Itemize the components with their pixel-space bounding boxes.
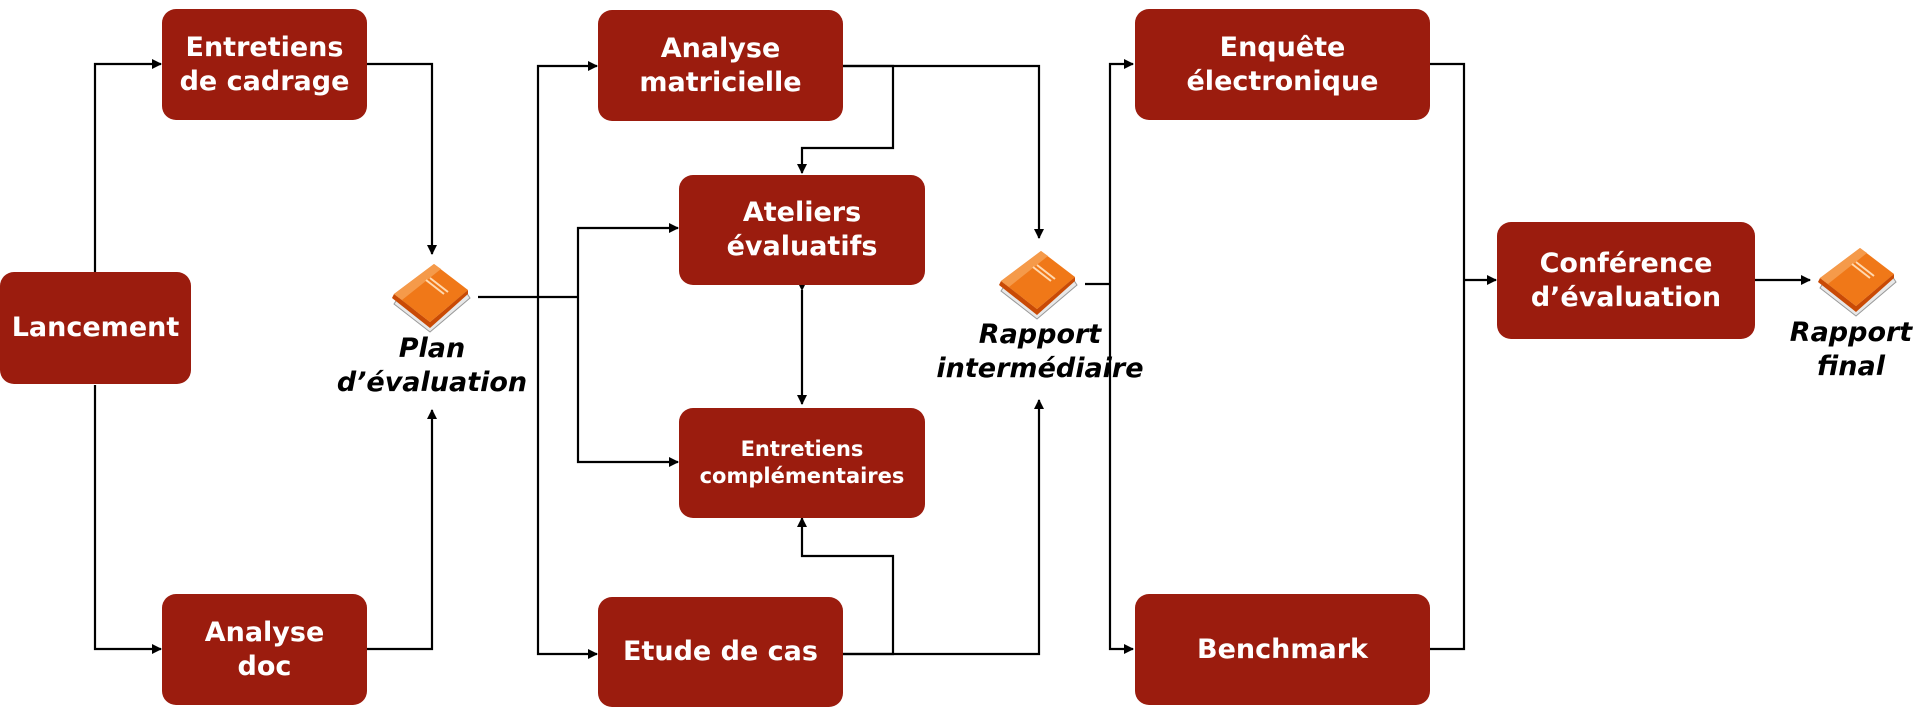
box-entretiens-complementaires: Entretiens complémentaires xyxy=(679,408,925,518)
connector-plan-matricielle xyxy=(536,61,598,297)
box-benchmark: Benchmark xyxy=(1135,594,1430,705)
connector-rapport-enquete xyxy=(1108,59,1134,284)
book-icon xyxy=(1818,248,1897,317)
label-rapport-final: Rapport final xyxy=(1789,317,1913,382)
label-rapport-intermediaire: Rapport intermédiaire xyxy=(936,319,1144,384)
box-etude-de-cas: Etude de cas xyxy=(598,597,843,707)
connector-benchmark-conference xyxy=(1430,280,1466,651)
connector-analyse-doc-plan xyxy=(367,409,437,651)
connector-lancement-analyse-doc xyxy=(93,385,162,654)
box-enquete-electronique: Enquête électronique xyxy=(1135,9,1430,120)
connector-plan-ateliers xyxy=(576,223,679,297)
box-conference-evaluation: Conférence d’évaluation xyxy=(1497,222,1755,339)
connector-plan-etude-cas xyxy=(536,297,598,659)
box-entretiens-cadrage: Entretiens de cadrage xyxy=(162,9,367,120)
connector-rapport-benchmark xyxy=(1108,284,1134,654)
connector-cadrage-plan xyxy=(367,62,437,255)
label-plan-evaluation: Plan d’évaluation xyxy=(336,333,528,398)
connector-enquete-conference xyxy=(1430,62,1466,280)
connector-matricielle-rapport xyxy=(843,64,1044,239)
box-analyse-doc: Analyse doc xyxy=(162,594,367,705)
box-lancement: Lancement xyxy=(0,272,191,384)
connector-etude-rapport xyxy=(843,399,1044,656)
book-icon xyxy=(999,251,1078,320)
box-ateliers-evaluatifs: Ateliers évaluatifs xyxy=(679,175,925,285)
book-icon xyxy=(392,264,471,333)
connector-plan-entretiens-comp xyxy=(576,297,679,467)
connector-lancement-cadrage xyxy=(93,59,162,272)
box-analyse-matricielle: Analyse matricielle xyxy=(598,10,843,121)
